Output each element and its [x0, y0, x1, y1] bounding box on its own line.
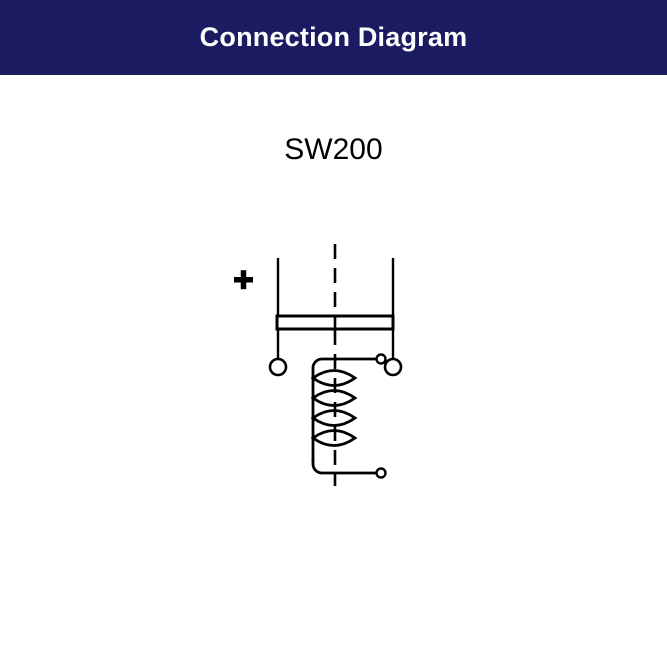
header-bar: Connection Diagram	[0, 0, 667, 75]
coil-terminal-bottom-icon	[375, 467, 387, 479]
terminal-left-circle-icon	[268, 357, 288, 377]
coil-lead-top-wire	[311, 357, 381, 375]
coil-lead-bottom	[311, 458, 387, 479]
plus-icon	[234, 270, 253, 290]
coil-turn-2	[310, 389, 358, 407]
coil-lead-top	[311, 353, 387, 375]
terminal-right-circle-icon	[383, 357, 403, 377]
schematic-svg	[234, 244, 403, 486]
coil-turn-1	[310, 369, 358, 387]
coil-turn-3	[310, 409, 358, 427]
coil-lead-bottom-wire	[311, 458, 381, 475]
terminal-left	[268, 258, 288, 377]
terminal-right	[383, 258, 403, 377]
solenoid-coil-icon	[310, 369, 358, 447]
diagram-area: SW200	[0, 75, 667, 667]
component-label-sw200: SW200	[284, 133, 383, 166]
coil-terminal-top-icon	[375, 353, 387, 365]
coil-turn-4	[310, 429, 358, 447]
page-title: Connection Diagram	[199, 22, 468, 52]
